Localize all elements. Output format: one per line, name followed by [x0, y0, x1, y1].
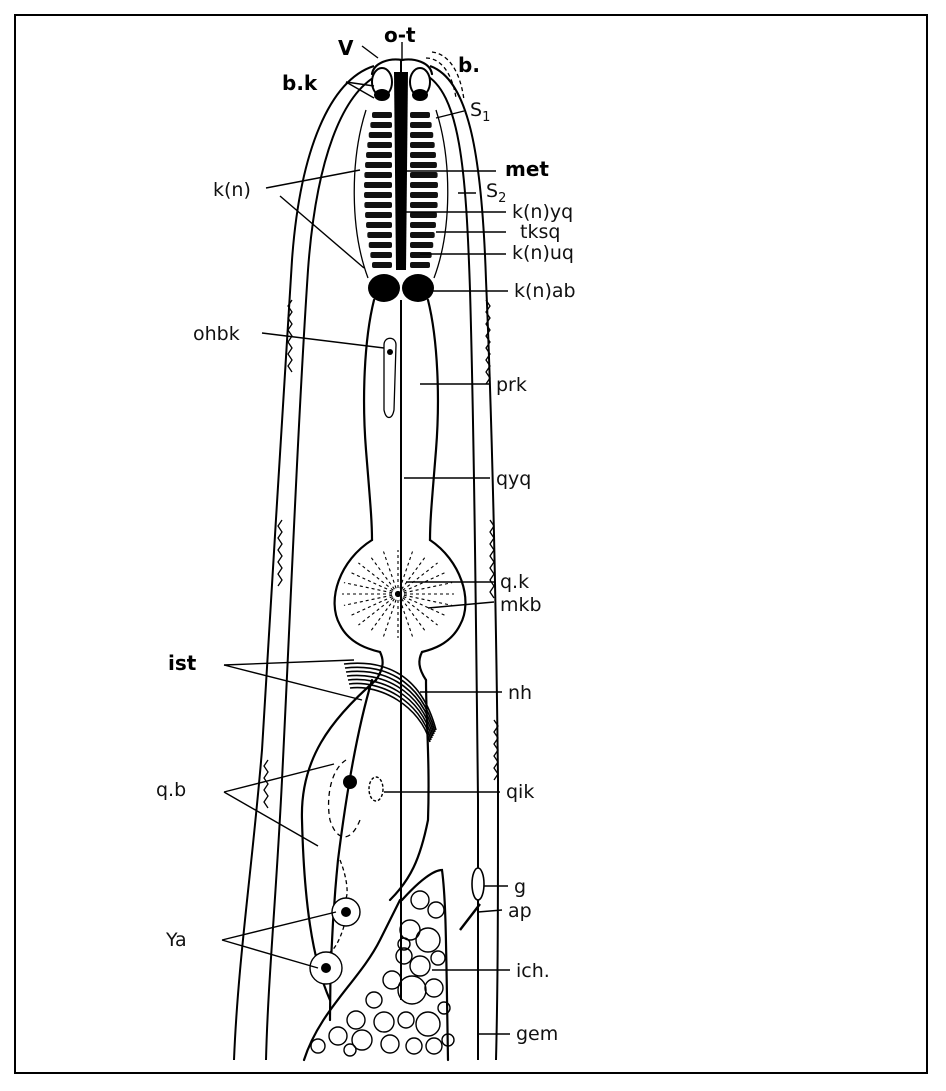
intestine-cell [398, 976, 426, 1004]
muscle-band [410, 112, 430, 118]
intestine-cell [426, 1038, 442, 1054]
muscle-band [367, 142, 392, 148]
muscle-band [410, 202, 438, 208]
label-b: b. [458, 53, 480, 77]
muscle-band [410, 192, 438, 198]
oesophagus [302, 300, 466, 1060]
label-s2-sub: 2 [498, 191, 506, 206]
intestine-cell [425, 979, 443, 997]
muscle-band [364, 202, 392, 208]
leader-lines [222, 42, 510, 1034]
label-qyq: qyq [496, 468, 531, 490]
label-b-k: b.k [282, 71, 318, 95]
muscle-band [410, 122, 432, 128]
label-ya: Ya [165, 929, 187, 951]
label-k-n-uq: k(n)uq [512, 242, 574, 264]
intestine-cell [416, 1012, 440, 1036]
intestine-cell [366, 992, 382, 1008]
muscle-band [410, 182, 438, 188]
label-k-n: k(n) [213, 179, 251, 201]
muscle-band [367, 232, 392, 238]
label-ap: ap [508, 900, 532, 922]
label-k-n-ab: k(n)ab [514, 280, 576, 302]
label-met: met [505, 157, 549, 181]
muscle-band [410, 152, 436, 158]
intestine-cell [411, 891, 429, 909]
muscle-band [365, 162, 392, 168]
intestine-cell [344, 1044, 356, 1056]
amphid [460, 868, 484, 930]
muscle-band [410, 242, 433, 248]
label-nh: nh [508, 682, 532, 704]
muscle-band [369, 242, 392, 248]
label-s2: S2 [486, 180, 506, 206]
label-tksq: tksq [520, 221, 560, 243]
muscle-band [410, 252, 432, 258]
muscle-band [410, 262, 430, 268]
intestine-cell [416, 928, 440, 952]
intestine-cell [428, 902, 444, 918]
bulb-ray [384, 594, 398, 637]
muscle-band [410, 142, 435, 148]
label-s2-main: S [486, 180, 498, 202]
intestine-cell [311, 1039, 325, 1053]
muscle-band [366, 152, 392, 158]
muscle-band [364, 182, 392, 188]
muscle-band [410, 132, 433, 138]
intestine-cell [410, 956, 430, 976]
label-s1: S1 [470, 99, 490, 125]
label-o-t: o-t [384, 23, 416, 47]
label-prk: prk [496, 374, 527, 396]
label-mkb: mkb [500, 594, 542, 616]
label-qik: qik [506, 781, 534, 803]
muscle-band [364, 192, 392, 198]
label-g: g [514, 876, 526, 898]
muscle-band [372, 262, 392, 268]
bulb-ray [344, 594, 398, 605]
label-s1-sub: 1 [482, 110, 490, 125]
bulb-ray [344, 583, 398, 594]
bulb-ray [398, 583, 452, 594]
intestine-cell [381, 1035, 399, 1053]
intestine-cell [374, 1012, 394, 1032]
muscle-band [410, 212, 437, 218]
label-v: V [338, 36, 354, 60]
intestine-cell [406, 1038, 422, 1054]
intestine-cell [431, 951, 445, 965]
intestine-cell [329, 1027, 347, 1045]
muscle-band [410, 162, 437, 168]
muscle-band [410, 172, 438, 178]
label-ich: ich. [516, 960, 550, 982]
label-q-b: q.b [156, 779, 186, 801]
muscle-band [365, 212, 392, 218]
muscle-band [364, 172, 392, 178]
bulb-ray [384, 551, 398, 594]
label-ohbk: ohbk [193, 323, 240, 345]
stylet-region [354, 60, 448, 302]
muscle-band [366, 222, 392, 228]
label-gem: gem [516, 1023, 558, 1045]
muscle-band [372, 112, 392, 118]
label-ist: ist [168, 651, 197, 675]
label-q-k: q.k [500, 571, 529, 593]
label-k-n-yq: k(n)yq [512, 201, 573, 223]
intestine-cell [398, 1012, 414, 1028]
muscle-band [410, 232, 435, 238]
intestine-cell [347, 1011, 365, 1029]
bulb-ray [398, 594, 452, 605]
muscle-band [370, 122, 392, 128]
muscle-band [369, 132, 392, 138]
label-s1-main: S [470, 99, 482, 121]
nerve-ring-fiber [346, 671, 434, 734]
muscle-band [410, 222, 436, 228]
muscle-band [370, 252, 392, 258]
